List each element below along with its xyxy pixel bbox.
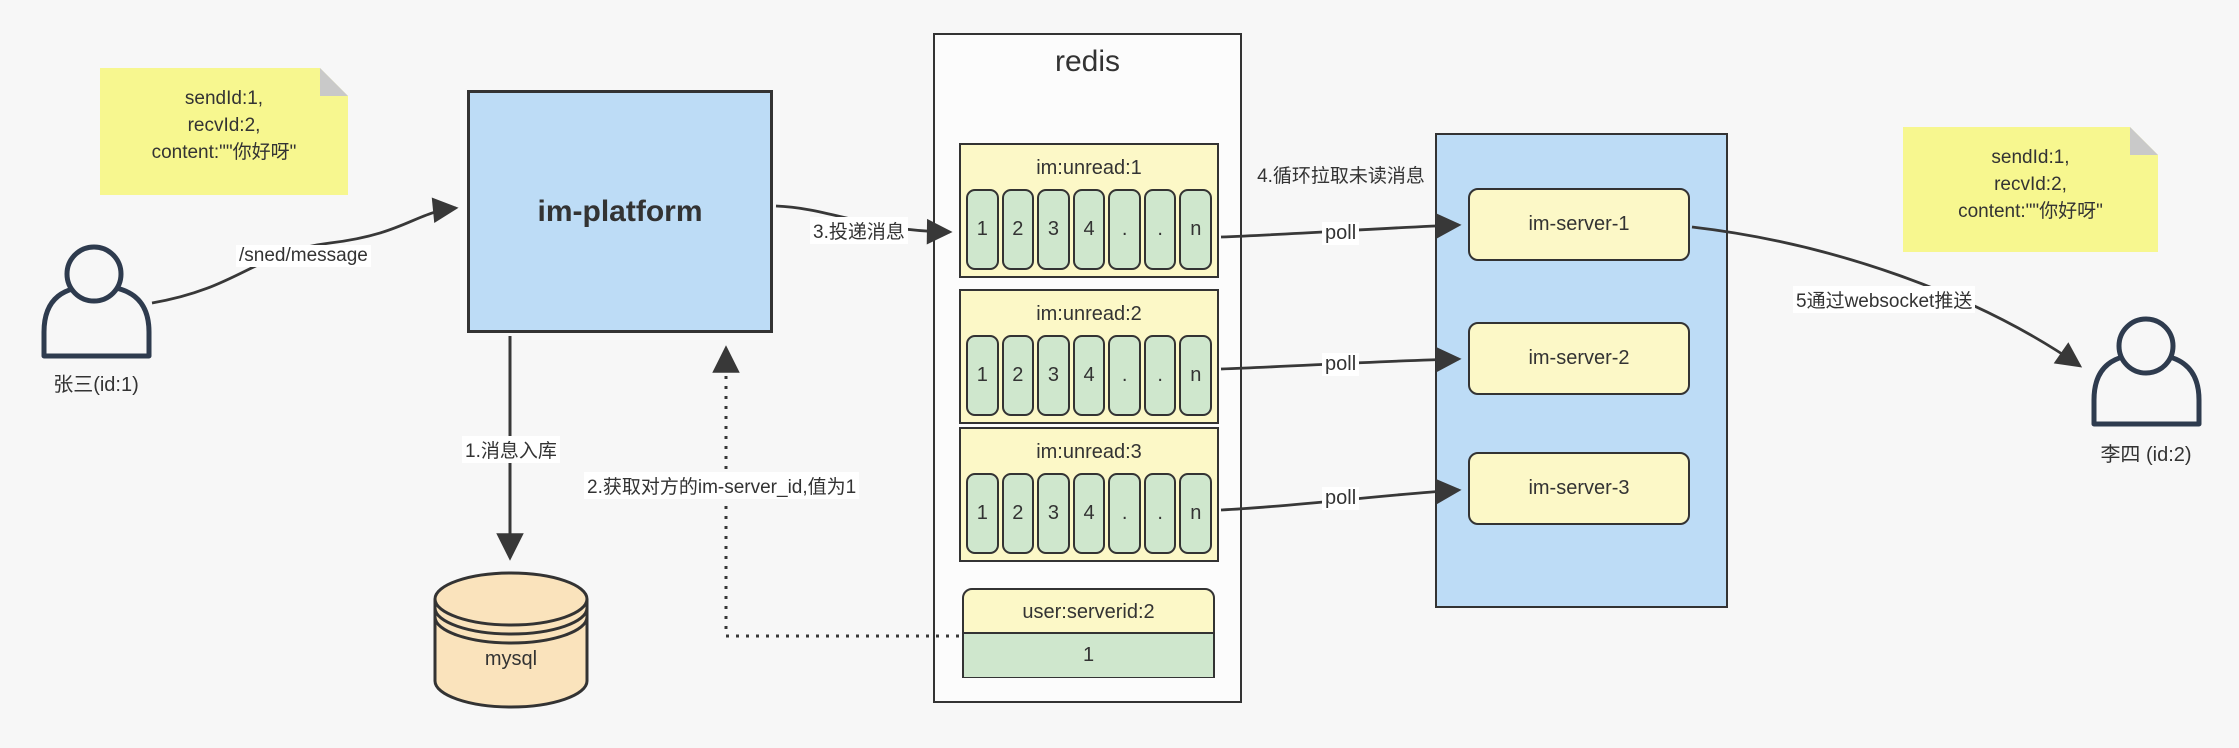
note-line: sendId:1,	[1991, 147, 2070, 168]
redis-list-title: im:unread:1	[1036, 157, 1142, 179]
edge-label-send-api: /sned/message	[236, 245, 371, 267]
queue-cell: 3	[1037, 473, 1070, 554]
mysql-label: mysql	[484, 648, 538, 670]
queue-cell: 2	[1001, 335, 1035, 416]
redis-kv-value: 1	[964, 634, 1213, 677]
note-fold-icon	[320, 68, 348, 96]
im-server-1-label: im-server-1	[1528, 213, 1630, 235]
mysql-database-icon	[433, 571, 589, 709]
edge-label-step4: 4.循环拉取未读消息	[1257, 166, 1425, 187]
redis-list-unread-2: im:unread:2 1 2 3 4 . . n	[959, 289, 1219, 424]
edge-label-poll-1: poll	[1322, 222, 1360, 245]
note-line: recvId:2,	[187, 115, 261, 136]
edge-label-step5: 5通过websocket推送	[1793, 286, 1976, 313]
note-line: content:""你好呀"	[151, 142, 297, 163]
redis-kv-title: user:serverid:2	[964, 590, 1213, 634]
queue-cell: 1	[966, 189, 999, 270]
edge-label-step2: 2.获取对方的im-server_id,值为1	[584, 472, 860, 499]
edge-label-poll-2: poll	[1322, 353, 1360, 376]
redis-list-title: im:unread:3	[1036, 441, 1142, 463]
queue-cell: 1	[966, 335, 999, 416]
redis-title: redis	[1054, 45, 1121, 78]
queue-cell: n	[1179, 189, 1213, 270]
note-fold-icon	[2130, 127, 2158, 155]
note-line: content:""你好呀"	[1958, 201, 2103, 222]
sticky-note-left: sendId:1, recvId:2, content:""你好呀"	[100, 68, 348, 195]
user-sender-label: 张三(id:1)	[53, 374, 139, 396]
im-server-2-label: im-server-2	[1528, 347, 1630, 369]
im-platform-label: im-platform	[537, 194, 703, 228]
user-receiver-icon	[2091, 316, 2202, 427]
queue-cell: 2	[1001, 473, 1035, 554]
queue-cell: 4	[1072, 335, 1106, 416]
queue-cell: 4	[1072, 189, 1106, 270]
queue-cell: .	[1108, 335, 1141, 416]
redis-kv-box: user:serverid:2 1	[962, 588, 1215, 678]
im-server-2-box: im-server-2	[1468, 322, 1690, 395]
queue-cell: .	[1108, 189, 1141, 270]
queue-cell: .	[1143, 335, 1177, 416]
queue-cell: 2	[1001, 189, 1035, 270]
note-line: sendId:1,	[184, 88, 264, 109]
queue-cell: n	[1179, 473, 1213, 554]
im-server-3-label: im-server-3	[1528, 477, 1630, 499]
redis-list-unread-1: im:unread:1 1 2 3 4 . . n	[959, 143, 1219, 278]
edge-label-step3: 3.投递消息	[810, 217, 908, 244]
im-server-3-box: im-server-3	[1468, 452, 1690, 525]
note-line: recvId:2,	[1994, 174, 2067, 195]
queue-cell: .	[1143, 189, 1177, 270]
sticky-note-right: sendId:1, recvId:2, content:""你好呀"	[1903, 127, 2158, 252]
im-server-1-box: im-server-1	[1468, 188, 1690, 261]
im-platform-box: im-platform	[467, 90, 773, 333]
queue-cell: .	[1108, 473, 1141, 554]
user-sender-icon	[41, 244, 152, 359]
queue-cell: 4	[1072, 473, 1106, 554]
redis-list-unread-3: im:unread:3 1 2 3 4 . . n	[959, 427, 1219, 562]
user-receiver-label: 李四 (id:2)	[2100, 444, 2192, 466]
queue-cell: .	[1143, 473, 1177, 554]
edge-label-poll-3: poll	[1322, 487, 1360, 510]
queue-cell: 3	[1037, 335, 1070, 416]
queue-cell: n	[1179, 335, 1213, 416]
redis-list-title: im:unread:2	[1036, 303, 1142, 325]
edge-label-step1: 1.消息入库	[462, 436, 560, 463]
queue-cell: 3	[1037, 189, 1070, 270]
queue-cell: 1	[966, 473, 999, 554]
